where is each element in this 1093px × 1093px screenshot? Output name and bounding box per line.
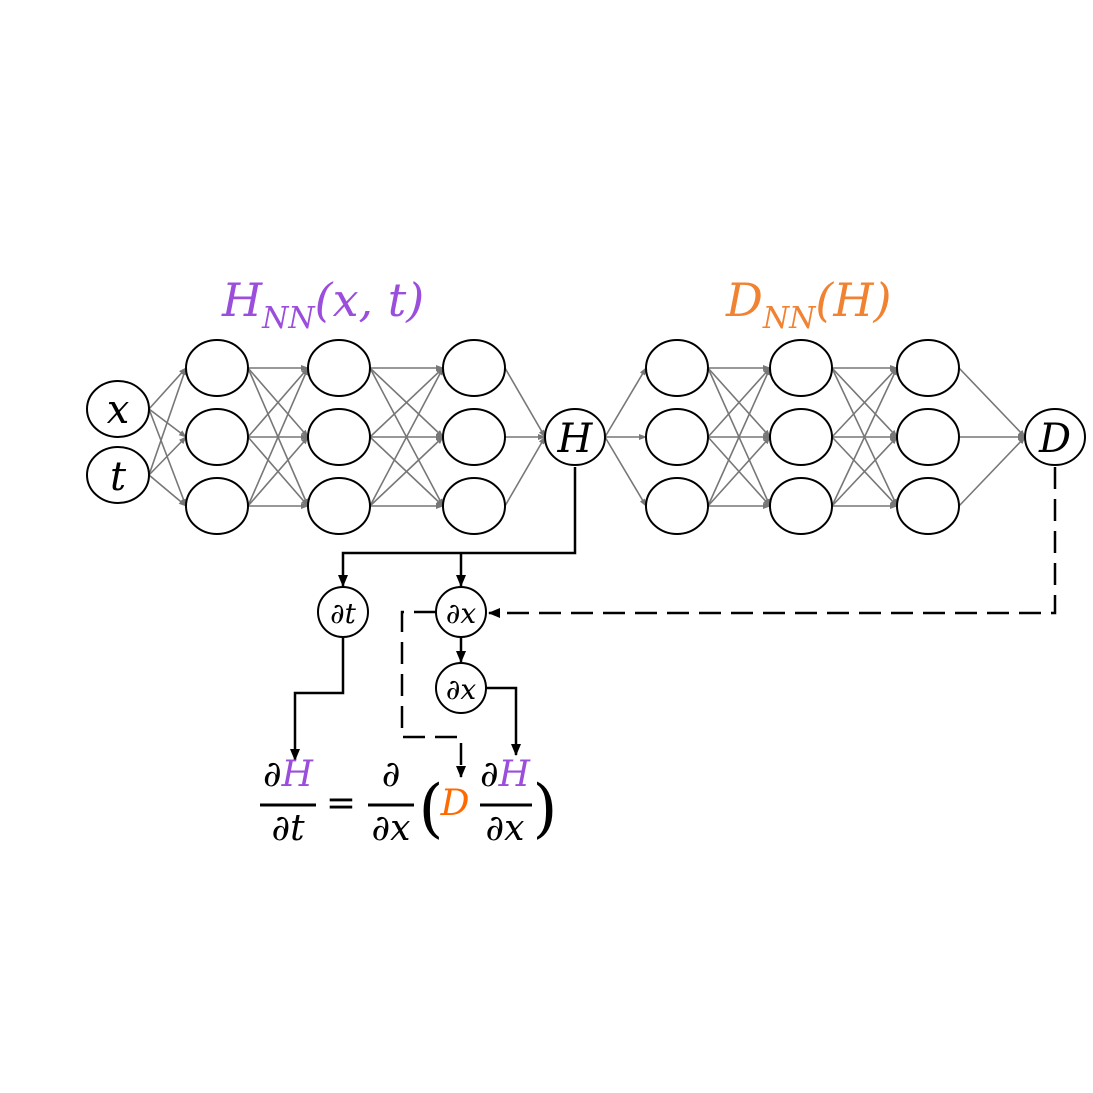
network-edges <box>148 365 1026 509</box>
network-edge <box>504 436 546 507</box>
svg-text:∂x: ∂x <box>446 597 476 630</box>
d-net-hidden-node <box>896 477 960 535</box>
svg-text:∂t: ∂t <box>330 597 356 630</box>
d-net-hidden-node <box>769 477 833 535</box>
d-net-hidden-node <box>896 408 960 466</box>
network-edge <box>707 367 771 507</box>
svg-text:∂t: ∂t <box>271 808 305 849</box>
network-edge <box>504 367 546 438</box>
h-to-dt-arrow <box>338 467 577 587</box>
dx2-to-rhs-arrow <box>486 686 521 756</box>
network-edge <box>247 436 309 507</box>
inner-numerator: ∂H <box>480 754 531 795</box>
d-net-hidden-node <box>645 408 709 466</box>
output-node-h: H <box>544 408 606 466</box>
svg-text:∂x: ∂x <box>372 808 411 849</box>
h-net-hidden-node <box>307 477 371 535</box>
h-network-title: HNN(x, t) <box>221 273 424 336</box>
h-net-hidden-node <box>185 408 249 466</box>
network-edge <box>831 436 898 507</box>
network-edge <box>831 367 898 438</box>
input-node-x: x <box>86 380 150 438</box>
svg-text:x: x <box>107 387 130 433</box>
svg-text:=: = <box>326 783 356 824</box>
dx-to-coef-dashed-arrow <box>400 610 466 778</box>
deriv-node-t: ∂t <box>317 586 369 638</box>
svg-text:∂x: ∂x <box>446 673 476 706</box>
network-edge <box>707 367 771 438</box>
dt-to-lhs-arrow <box>290 638 345 761</box>
deriv-node-x2: ∂x <box>435 662 487 714</box>
network-edge <box>148 436 187 476</box>
network-edge <box>247 367 309 438</box>
network-edge <box>831 367 898 507</box>
network-edge <box>369 436 444 507</box>
h-net-hidden-node <box>185 339 249 397</box>
network-edge <box>958 436 1026 507</box>
h-net-hidden-node <box>442 477 506 535</box>
network-edge <box>707 436 771 507</box>
network-edge <box>958 367 1026 438</box>
network-edge <box>148 367 187 410</box>
h-net-hidden-node <box>442 339 506 397</box>
svg-text:D: D <box>1038 416 1071 462</box>
svg-text:(: ( <box>419 772 444 846</box>
d-net-hidden-node <box>769 339 833 397</box>
network-edge <box>369 367 444 507</box>
network-edge <box>247 367 309 507</box>
svg-text:): ) <box>533 772 558 846</box>
svg-text:D: D <box>440 783 470 824</box>
derivative-connectors <box>290 467 1057 778</box>
network-edge <box>148 367 187 476</box>
d-net-hidden-node <box>645 477 709 535</box>
d-net-hidden-node <box>896 339 960 397</box>
d-to-dx-dashed-arrow <box>488 467 1057 618</box>
svg-text:∂: ∂ <box>382 754 401 795</box>
svg-text:t: t <box>110 454 127 500</box>
input-node-t: t <box>86 446 150 504</box>
h-net-hidden-node <box>307 339 371 397</box>
network-nodes <box>185 339 960 535</box>
d-network-title: DNN(H) <box>725 273 891 336</box>
svg-text:∂x: ∂x <box>486 808 525 849</box>
h-net-hidden-node <box>442 408 506 466</box>
d-net-hidden-node <box>645 339 709 397</box>
svg-text:H: H <box>557 416 594 462</box>
pde-equation: ∂H ∂t = ∂ ∂x ( D ∂H ∂x ) <box>260 754 557 849</box>
h-net-hidden-node <box>307 408 371 466</box>
h-net-hidden-node <box>185 477 249 535</box>
output-node-d: D <box>1024 408 1086 466</box>
deriv-node-x1: ∂x <box>435 586 487 638</box>
network-edge <box>604 436 647 507</box>
network-edge <box>148 474 187 507</box>
network-edge <box>369 367 444 438</box>
d-net-hidden-node <box>769 408 833 466</box>
lhs-numerator: ∂H <box>263 754 314 795</box>
network-edge <box>148 408 187 507</box>
network-edge <box>604 367 647 438</box>
